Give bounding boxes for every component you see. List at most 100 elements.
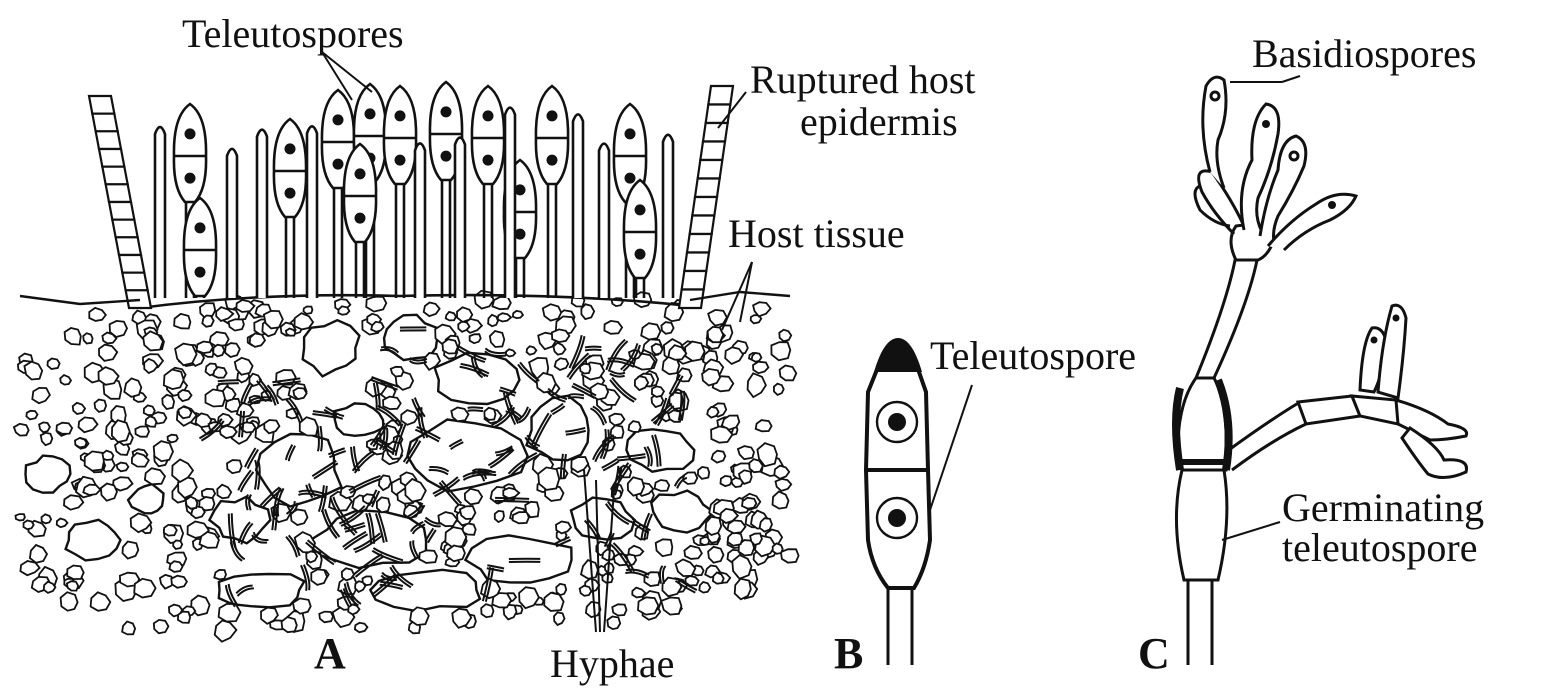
host-cell bbox=[371, 322, 384, 332]
nucleus bbox=[365, 108, 376, 119]
parenchyma-cell bbox=[527, 396, 589, 461]
host-cell bbox=[410, 607, 429, 625]
hypha-strand bbox=[610, 371, 625, 374]
host-cell bbox=[293, 388, 306, 399]
epidermis-cell bbox=[106, 184, 131, 202]
host-cell bbox=[699, 582, 710, 593]
nucleus bbox=[333, 114, 344, 125]
parenchyma-cell bbox=[66, 520, 121, 561]
host-cell bbox=[124, 378, 141, 397]
host-cell bbox=[227, 460, 242, 473]
nucleus bbox=[355, 168, 366, 179]
hypha-strand bbox=[255, 460, 257, 489]
hypha-strand bbox=[468, 407, 483, 408]
host-cell bbox=[492, 297, 510, 309]
host-cell bbox=[419, 550, 437, 563]
host-cell bbox=[553, 343, 565, 355]
host-cell bbox=[488, 315, 498, 326]
host-cell bbox=[554, 612, 565, 625]
nucleus bbox=[483, 110, 494, 121]
host-cell bbox=[731, 478, 742, 487]
epidermis-cell bbox=[682, 271, 707, 290]
host-cell bbox=[776, 479, 792, 491]
host-cell bbox=[401, 410, 417, 425]
host-cell bbox=[774, 466, 789, 479]
epidermis-cell bbox=[109, 202, 134, 220]
epidermis-cell bbox=[695, 179, 720, 198]
teleutospore-cell bbox=[384, 86, 416, 184]
host-cell bbox=[366, 297, 386, 312]
host-cell bbox=[708, 327, 724, 342]
host-cell bbox=[661, 322, 673, 334]
host-cell bbox=[168, 435, 178, 443]
host-cell bbox=[26, 411, 37, 420]
host-cell bbox=[85, 451, 104, 470]
host-cell bbox=[652, 386, 664, 397]
teleutospore-cell bbox=[536, 86, 568, 184]
paraphysis bbox=[455, 138, 465, 298]
teleutospores-label: Teleutospores bbox=[182, 14, 404, 54]
epidermis-cell bbox=[112, 220, 137, 238]
hypha-strand bbox=[218, 383, 239, 384]
nucleus bbox=[285, 188, 296, 199]
host-cell bbox=[214, 570, 226, 580]
host-cell bbox=[67, 581, 78, 590]
nucleus bbox=[547, 110, 558, 121]
host-cell bbox=[685, 342, 705, 361]
hyphae-label: Hyphae bbox=[550, 644, 674, 684]
paraphysis bbox=[155, 127, 165, 298]
teleutospore-cell bbox=[472, 86, 504, 184]
host-cell bbox=[465, 489, 482, 505]
host-cell bbox=[470, 334, 481, 343]
epidermis-cell bbox=[102, 167, 127, 185]
host-cell bbox=[89, 308, 106, 321]
host-cell bbox=[197, 342, 213, 354]
epidermis-cell bbox=[698, 160, 723, 179]
epidermis-cell bbox=[687, 234, 712, 253]
host-cell bbox=[169, 561, 182, 572]
host-cell bbox=[154, 441, 173, 461]
nucleus bbox=[185, 128, 196, 139]
host-cell bbox=[708, 547, 723, 563]
host-cell bbox=[293, 598, 311, 613]
basidiospores-label: Basidiospores bbox=[1252, 34, 1476, 74]
host-cell bbox=[286, 329, 295, 336]
host-cell bbox=[446, 312, 456, 321]
host-cell bbox=[773, 543, 783, 553]
host-cell bbox=[752, 353, 762, 362]
host-cell bbox=[506, 349, 515, 356]
parenchyma-cell bbox=[651, 491, 713, 533]
host-cell bbox=[122, 622, 135, 635]
host-cell bbox=[732, 555, 751, 579]
host-cell bbox=[661, 598, 681, 615]
host-cell bbox=[363, 576, 373, 585]
host-cell bbox=[16, 514, 25, 520]
host-cell bbox=[338, 306, 349, 314]
hypha-strand bbox=[233, 540, 244, 559]
panel-label-a: A bbox=[314, 632, 346, 676]
epidermis-cell bbox=[92, 114, 117, 132]
host-cell bbox=[773, 492, 789, 509]
host-cell bbox=[250, 333, 265, 347]
host-cell bbox=[544, 593, 563, 611]
epidermis-cell bbox=[99, 149, 124, 167]
host-cell bbox=[377, 497, 390, 512]
epidermis-cell bbox=[700, 142, 725, 161]
host-cell bbox=[311, 569, 327, 585]
host-cell bbox=[41, 433, 53, 445]
host-cell bbox=[61, 592, 78, 611]
host-cell bbox=[174, 314, 190, 329]
host-cell bbox=[490, 331, 505, 347]
host-cell bbox=[112, 420, 130, 442]
nucleus bbox=[625, 128, 636, 139]
host-cell bbox=[379, 475, 391, 490]
nucleus bbox=[441, 151, 452, 162]
host-cell bbox=[424, 303, 440, 317]
host-cell bbox=[117, 463, 129, 472]
host-cell bbox=[503, 488, 519, 499]
panel-label-c: C bbox=[1138, 632, 1170, 676]
host-cell bbox=[552, 329, 570, 342]
hypha-strand bbox=[568, 397, 584, 399]
epidermis-cell bbox=[692, 197, 717, 216]
